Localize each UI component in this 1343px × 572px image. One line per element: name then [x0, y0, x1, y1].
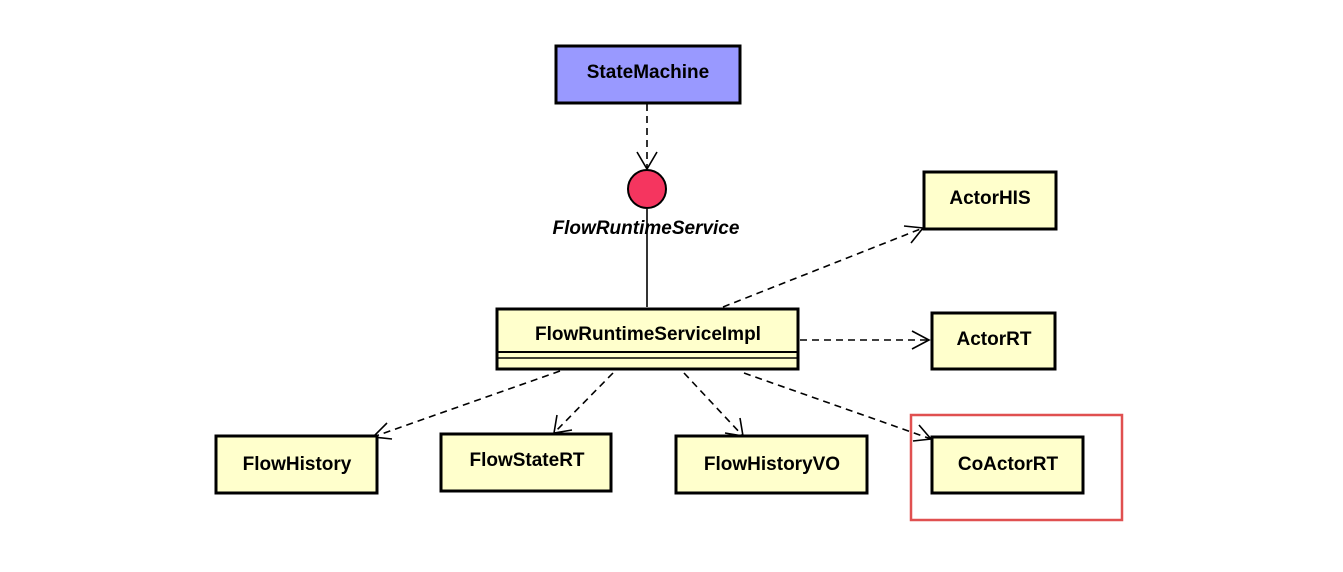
node-flowhistory-label: FlowHistory	[243, 454, 352, 475]
node-actorrt[interactable]: ActorRT	[930, 311, 1057, 371]
node-statemachine-label: StateMachine	[587, 62, 709, 83]
node-flowstatert-label: FlowStateRT	[469, 450, 584, 471]
edge-impl-to-flowhistoryvo	[683, 372, 744, 437]
node-actorhis[interactable]: ActorHIS	[922, 170, 1058, 231]
node-flowstatert[interactable]: FlowStateRT	[439, 432, 613, 493]
node-coactorrt-label: CoActorRT	[958, 454, 1059, 475]
node-flowhistoryvo-label: FlowHistoryVO	[704, 454, 840, 475]
node-flowhistory[interactable]: FlowHistory	[214, 434, 379, 495]
edge-impl-to-actorhis	[722, 225, 925, 308]
node-flowruntimeserviceimpl[interactable]: FlowRuntimeServiceImpl	[495, 307, 800, 371]
node-actorhis-label: ActorHIS	[949, 188, 1030, 209]
node-actorrt-label: ActorRT	[957, 329, 1032, 350]
edge-impl-to-flowstatert	[553, 372, 614, 434]
edge-statemachine-to-flowruntimeservice	[636, 104, 658, 171]
highlight-box	[909, 413, 1124, 522]
node-flowruntimeserviceimpl-label: FlowRuntimeServiceImpl	[535, 324, 761, 345]
node-coactorrt[interactable]: CoActorRT	[930, 435, 1085, 495]
node-flowhistoryvo[interactable]: FlowHistoryVO	[674, 434, 869, 495]
edge-impl-to-flowhistory	[371, 370, 561, 440]
node-statemachine[interactable]: StateMachine	[554, 44, 742, 105]
edge-impl-to-actorrt	[800, 330, 931, 350]
node-flowruntimeservice-label: FlowRuntimeService	[553, 218, 740, 239]
edge-impl-to-coactorrt	[743, 372, 933, 442]
interface-circle-icon	[627, 169, 667, 209]
node-flowruntimeservice-interface[interactable]: FlowRuntimeService	[553, 169, 740, 239]
